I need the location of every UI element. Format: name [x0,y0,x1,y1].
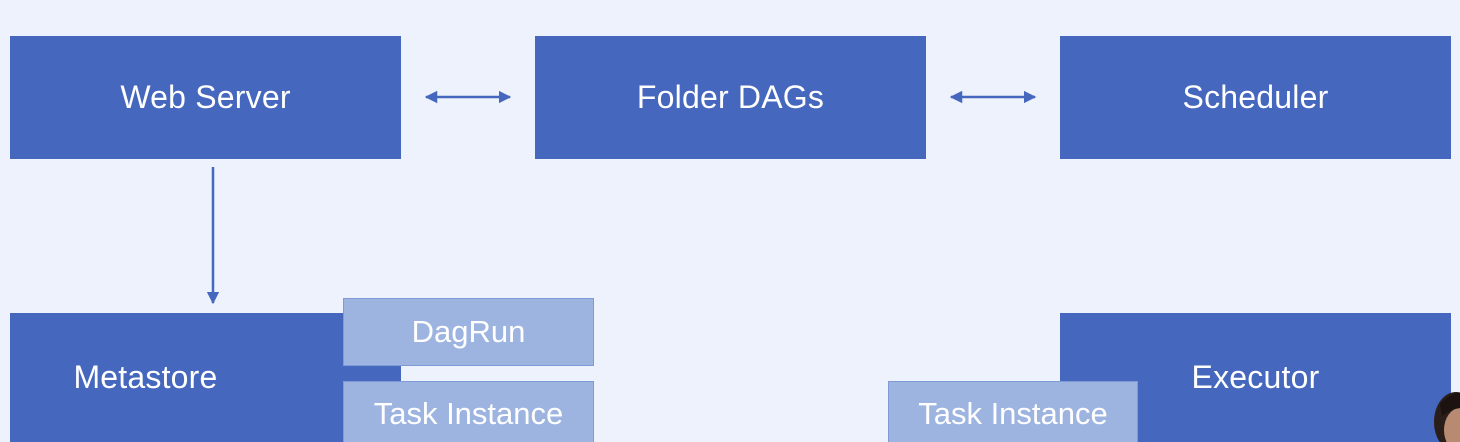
folder-dags-label: Folder DAGs [636,79,825,115]
web-server-node: Web Server [10,36,401,159]
executor-task-instance-label: Task Instance [918,396,1108,431]
executor-task-instance-node: Task Instance [888,381,1138,442]
executor-label: Executor [1191,359,1320,395]
scheduler-node: Scheduler [1060,36,1451,159]
metastore-task-instance-label: Task Instance [373,396,564,431]
dagrun-node: DagRun [343,298,594,366]
metastore-label: Metastore [73,359,218,395]
presenter-image [1434,392,1460,442]
folder-dags-node: Folder DAGs [535,36,926,159]
metastore-node: Metastore [10,313,401,442]
metastore-task-instance-node: Task Instance [343,381,594,442]
scheduler-label: Scheduler [1182,79,1329,115]
dagrun-label: DagRun [411,314,526,349]
web-server-label: Web Server [120,79,291,115]
